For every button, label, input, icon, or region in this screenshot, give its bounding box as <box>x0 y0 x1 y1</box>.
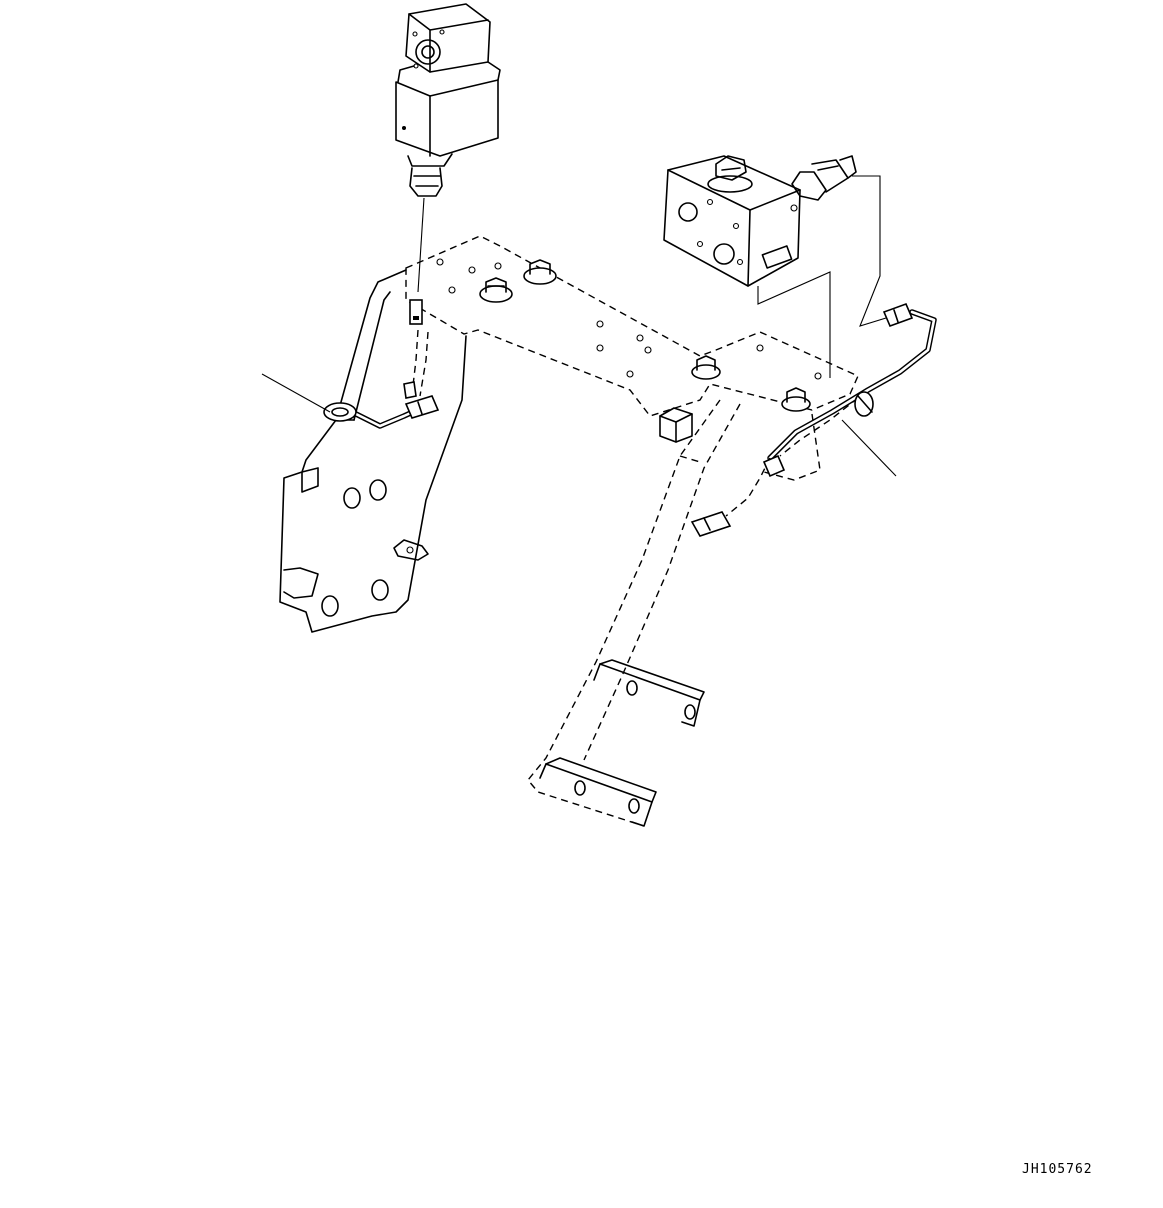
wire-harness-right <box>690 302 937 537</box>
drawing-number: JH105762 <box>1022 1162 1093 1177</box>
valve-block-right <box>663 155 887 378</box>
bracket-frame <box>279 235 859 827</box>
wire-harness-left <box>323 299 440 429</box>
solenoid-valve-top <box>395 3 501 293</box>
callout-leaders <box>261 373 897 477</box>
